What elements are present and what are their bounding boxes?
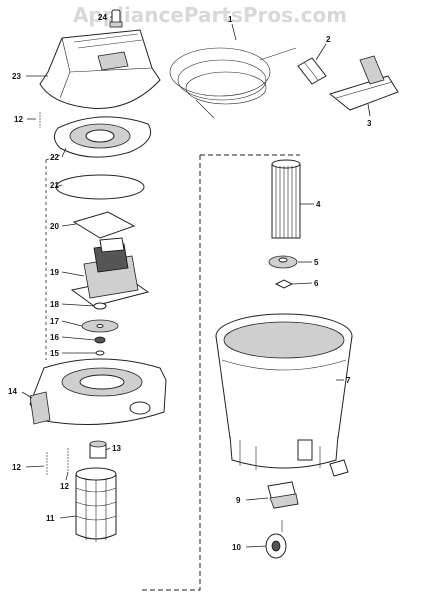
callout-24: 24: [98, 13, 107, 22]
part-10-caster-wheel: [265, 520, 287, 559]
assembly-dashed-line: [140, 154, 300, 591]
part-23-motor-cover: [39, 29, 161, 109]
part-4-filter: [271, 159, 301, 239]
part-15-washer: [95, 350, 105, 356]
callout-12-lower: 12: [60, 482, 69, 491]
callout-15: 15: [50, 349, 59, 358]
callout-21: 21: [50, 181, 59, 190]
part-17-fan-disc: [81, 319, 119, 333]
callout-18: 18: [50, 300, 59, 309]
part-22-lid-plate: [54, 116, 152, 158]
callout-16: 16: [50, 333, 59, 342]
callout-13: 13: [112, 444, 121, 453]
part-9-caster-base: [267, 481, 299, 509]
callout-4: 4: [316, 200, 321, 209]
callout-11: 11: [46, 514, 55, 523]
part-11-float-cage: [75, 467, 117, 542]
callout-7: 7: [346, 376, 351, 385]
callout-6: 6: [314, 279, 319, 288]
part-16-nut: [94, 336, 106, 344]
callout-19: 19: [50, 268, 59, 277]
callout-9: 9: [236, 496, 241, 505]
assembly-dashed-line-left: [45, 154, 61, 360]
callout-20: 20: [50, 222, 59, 231]
leader-lines: [21, 16, 371, 548]
callout-labels: 1 2 3 4 5 6 7 9 10 11 12 12 12 13 14 15 …: [8, 13, 372, 552]
callout-17: 17: [50, 317, 59, 326]
callout-1: 1: [228, 15, 233, 24]
part-12-screws: [39, 112, 69, 476]
callout-23: 23: [12, 72, 21, 81]
part-13-collar: [89, 440, 107, 459]
part-2-coupling: [297, 57, 327, 85]
callout-10: 10: [232, 543, 241, 552]
callout-22: 22: [50, 153, 59, 162]
part-21-gasket: [55, 174, 145, 200]
part-18-washer: [93, 302, 107, 310]
part-14-lid-housing: [29, 358, 167, 425]
callout-2: 2: [326, 35, 331, 44]
callout-5: 5: [314, 258, 319, 267]
part-5-filter-cap: [268, 255, 298, 269]
part-20-square-gasket: [72, 211, 136, 239]
callout-3: 3: [367, 119, 372, 128]
part-1-hose: [169, 47, 297, 119]
part-3-floor-nozzle: [328, 55, 399, 111]
callout-14: 14: [8, 387, 17, 396]
part-19-motor: [70, 237, 150, 307]
part-24-switch: [109, 9, 123, 28]
tank-drain-plug: [329, 459, 349, 477]
part-6-wing-nut: [274, 279, 294, 289]
callout-12-top: 12: [14, 115, 23, 124]
part-7-tank: [215, 313, 353, 470]
callout-12-left: 12: [12, 463, 21, 472]
